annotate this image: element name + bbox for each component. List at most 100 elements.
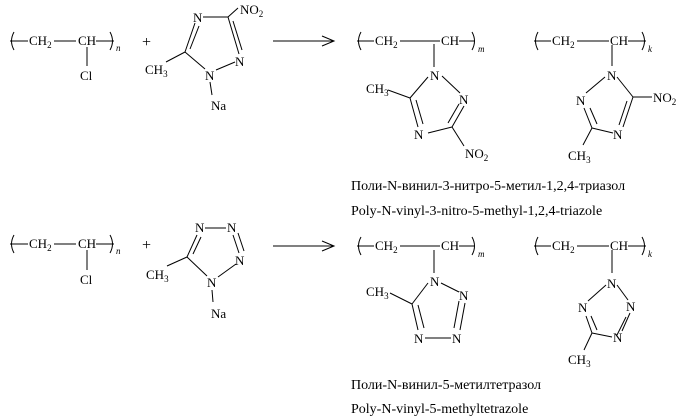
ch-label: CH [78,33,96,48]
reagent-methyltetrazole: N N N N CH3 Na [146,220,245,321]
bracket-right [471,31,475,51]
svg-text:CH2: CH2 [552,33,575,50]
ring-n-3: N [235,253,245,268]
index-m: m [478,44,485,54]
bond [227,16,240,55]
caption-english-2: Poly-N-vinyl-5-methyltetrazole [351,402,528,417]
bond [583,107,593,129]
svg-text:CH3: CH3 [568,148,591,165]
bond [409,76,429,99]
bracket-right [641,31,645,51]
ch-label: CH [441,238,459,253]
plus-sign: + [142,34,151,51]
bond [447,103,460,124]
product-2a-tetrazole-n1: CH2 CH m N N N N CH3 [357,236,485,346]
reaction-arrow-1 [273,35,336,47]
bond [389,292,413,305]
bond [585,315,593,334]
bond [211,289,214,303]
bond [415,99,424,125]
index-n: n [116,246,121,256]
plus-sign: + [142,237,151,254]
reactant-polyvinylchloride-2: CH2 CH n Cl [10,234,121,287]
ring-n-2: N [578,300,588,315]
ch2-label: CH [375,33,393,48]
ch2-subscript: 2 [570,40,575,50]
bond [451,105,465,128]
ch2-subscript: 2 [47,243,52,253]
ring-n-bottom: N [414,127,424,142]
bond [184,22,196,53]
bond [237,232,245,252]
ring-n-1: N [607,276,617,291]
index-k: k [648,44,653,54]
bond [232,20,243,51]
bond [387,89,411,99]
ring-n-bottom: N [205,68,215,83]
bracket-right [109,234,113,254]
bond [184,51,206,70]
ch-label: CH [441,33,459,48]
bond [165,51,186,63]
bond [227,7,239,18]
svg-text:NO2: NO2 [465,146,488,163]
reactant-polyvinylchloride-1: CH2 CH n Cl [10,31,121,83]
bond [209,81,213,96]
ch2-label: CH [29,236,47,251]
ring-n-1: N [430,274,440,289]
methyl-subscript: 3 [384,291,389,301]
ring-n-right: N [235,54,245,69]
bracket-right [471,236,475,256]
nitro-label: NO [653,90,672,105]
ring-n-2: N [459,288,469,303]
sodium-label: Na [211,306,226,321]
product-1a-triazole-n1: CH2 CH m N N N CH3 NO2 [357,31,488,163]
ring-n-top: N [430,68,440,83]
bond [409,97,419,128]
svg-text:CH2: CH2 [552,238,575,255]
methyl-label: CH [145,62,163,77]
ch2-subscript: 2 [47,40,52,50]
ring-n-1: N [195,220,205,235]
ch2-label: CH [552,33,570,48]
ring-n-right: N [459,92,469,107]
bond [590,315,598,331]
svg-text:CH3: CH3 [568,352,591,369]
svg-text:CH3: CH3 [145,62,168,79]
bond [622,96,634,128]
svg-text:CH3: CH3 [366,81,389,98]
product-1b-triazole-n2: CH2 CH k N N N NO2 CH3 [534,31,676,165]
index-k: k [648,249,653,259]
svg-text:CH2: CH2 [29,33,52,50]
svg-text:CH3: CH3 [366,284,389,301]
bond [411,303,419,331]
caption-russian-1: Поли-N-винил-3-нитро-5-метил-1,2,4-триаз… [351,179,625,194]
bond [440,282,460,293]
index-n: n [116,43,121,53]
ch2-label: CH [29,33,47,48]
bond [166,256,188,267]
bracket-right [641,236,645,256]
index-m: m [478,249,485,259]
bond [582,127,593,146]
nitro-label: NO [465,146,484,161]
ch-label: CH [610,33,628,48]
cl-label: Cl [80,68,93,83]
bond [616,284,629,301]
methyl-label: CH [568,352,586,367]
svg-text:NO2: NO2 [240,2,263,19]
ring-n-3: N [452,331,462,346]
bond [217,263,237,278]
bond [441,75,461,94]
ch2-subscript: 2 [570,245,575,255]
ch-label: CH [78,236,96,251]
bond [186,256,208,277]
methyl-subscript: 3 [586,359,591,369]
bond [591,127,614,134]
methyl-subscript: 3 [163,69,168,79]
bond [587,284,607,302]
svg-text:CH2: CH2 [375,33,398,50]
methyl-subscript: 3 [586,155,591,165]
svg-text:NO2: NO2 [653,90,676,107]
ring-n-4: N [613,330,623,345]
